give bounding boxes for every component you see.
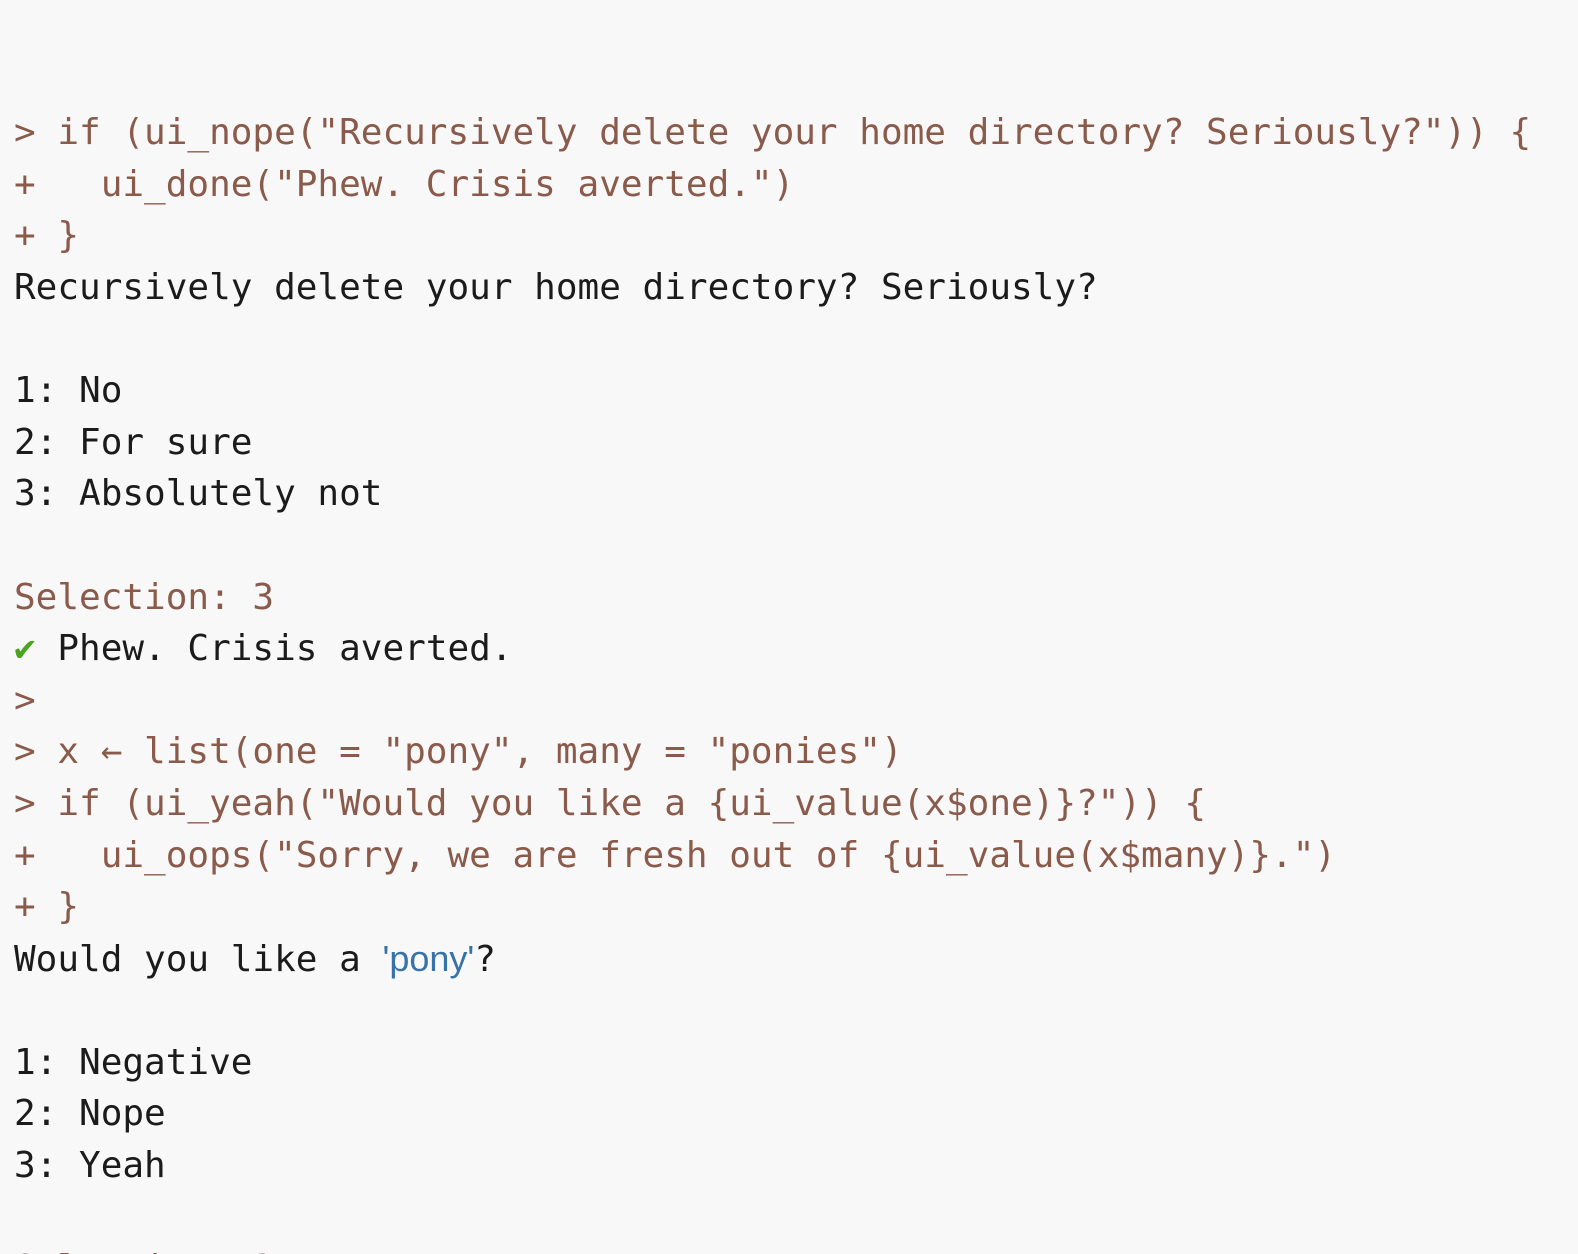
console-line: 2: Nope xyxy=(14,1088,1578,1140)
console-line: + ui_done("Phew. Crisis averted.") xyxy=(14,159,1578,211)
console-output-text: Would you like a xyxy=(14,938,383,980)
console-input-text: Selection: 3 xyxy=(14,576,275,618)
console-line xyxy=(14,520,1578,572)
console-output-text: ? xyxy=(474,938,496,980)
console-input-text: > if (ui_yeah("Would you like a {ui_valu… xyxy=(14,782,1207,824)
console-input-text: + } xyxy=(14,215,80,257)
console-line: > if (ui_yeah("Would you like a {ui_valu… xyxy=(14,778,1578,830)
console-input-text: > xyxy=(14,679,36,721)
console-input-text: > if (ui_nope("Recursively delete your h… xyxy=(14,112,1532,154)
console-output-text: 3: Yeah xyxy=(14,1145,166,1187)
console-line: > xyxy=(14,675,1578,727)
console-input-text: + } xyxy=(14,886,80,928)
console-line: 1: Negative xyxy=(14,1037,1578,1089)
console-input-text: + ui_oops("Sorry, we are fresh out of {u… xyxy=(14,834,1337,876)
console-line: > x ← list(one = "pony", many = "ponies"… xyxy=(14,726,1578,778)
console-line: 2: For sure xyxy=(14,417,1578,469)
console-output-text: Phew. Crisis averted. xyxy=(35,628,513,670)
console-line xyxy=(14,985,1578,1037)
console-line xyxy=(14,314,1578,366)
console-output-text: Recursively delete your home directory? … xyxy=(14,266,1098,308)
console-lines: > if (ui_nope("Recursively delete your h… xyxy=(14,107,1578,1254)
console-line: > if (ui_nope("Recursively delete your h… xyxy=(14,107,1578,159)
console-line: 3: Yeah xyxy=(14,1140,1578,1192)
console-line: 3: Absolutely not xyxy=(14,468,1578,520)
console-line: Recursively delete your home directory? … xyxy=(14,262,1578,314)
console-output-text: 1: Negative xyxy=(14,1041,253,1083)
console-line: Would you like a 'pony'? xyxy=(14,933,1578,986)
console-line: + ui_oops("Sorry, we are fresh out of {u… xyxy=(14,830,1578,882)
console-line: Selection: 3 xyxy=(14,1243,1578,1254)
console-line xyxy=(14,1192,1578,1244)
console-input-text: + ui_done("Phew. Crisis averted.") xyxy=(14,163,795,205)
inline-value-text: 'pony' xyxy=(382,937,475,979)
console-line: Selection: 3 xyxy=(14,572,1578,624)
console-line: + } xyxy=(14,881,1578,933)
console-output-text: 3: Absolutely not xyxy=(14,473,383,515)
console-output-text: 1: No xyxy=(14,370,123,412)
console-output-text: 2: For sure xyxy=(14,421,253,463)
check-icon: ✔ xyxy=(14,628,36,670)
console-input-text: Selection: 3 xyxy=(14,1248,274,1254)
console-input-text: > x ← list(one = "pony", many = "ponies"… xyxy=(14,731,903,773)
console-output-text: 2: Nope xyxy=(14,1093,166,1135)
console-line: + } xyxy=(14,210,1578,262)
console-line: ✔ Phew. Crisis averted. xyxy=(14,623,1578,675)
console-line: 1: No xyxy=(14,365,1578,417)
